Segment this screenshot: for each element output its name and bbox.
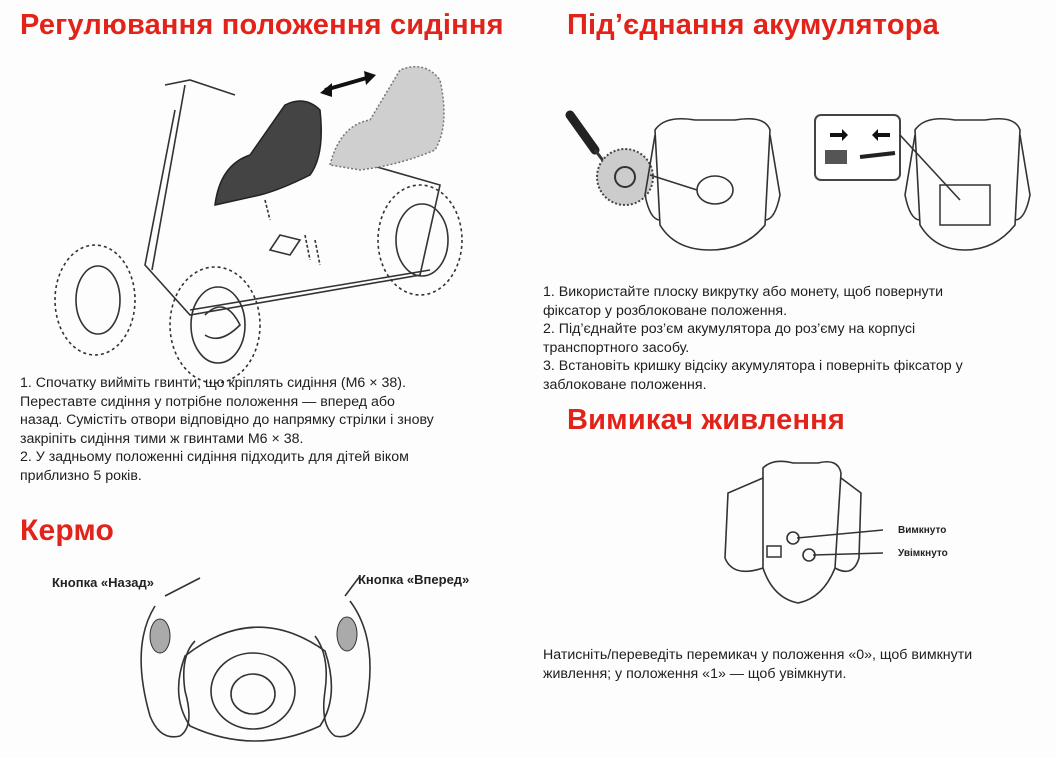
seat-line: закріпіть сидіння тими ж гвинтами M6 × 3… — [20, 430, 304, 447]
battery-line: фіксатор у розблоковане положення. — [543, 302, 788, 319]
front-right-wheel — [169, 266, 261, 384]
battery-section-title: Під’єднання акумулятора — [567, 9, 939, 41]
rear-wheel — [377, 184, 463, 296]
steering-section-title: Кермо — [20, 514, 115, 547]
seat-line: Переставте сидіння у потрібне положення … — [20, 393, 395, 410]
battery-line: 3. Встановіть кришку відсіку акумулятора… — [543, 358, 963, 375]
front-left-wheel — [54, 244, 136, 356]
seat-rear — [329, 65, 445, 171]
seat-front — [214, 100, 322, 206]
battery-connection-illustration — [565, 110, 1031, 251]
power-instructions: Натисніть/переведіть перемикач у положен… — [543, 646, 972, 683]
go-kart-seat-illustration — [54, 65, 463, 384]
battery-line: транспортного засобу. — [543, 339, 690, 356]
seat-line: 2. У задньому положенні сидіння підходит… — [20, 449, 409, 466]
battery-line: 1. Використайте плоску викрутку або моне… — [543, 284, 944, 300]
back-button-label: Кнопка «Назад» — [52, 575, 154, 590]
seat-line: приблизно 5 років. — [20, 467, 142, 484]
power-switch-illustration — [724, 460, 884, 604]
battery-line: заблоковане положення. — [543, 376, 707, 393]
power-line: Натисніть/переведіть перемикач у положен… — [543, 647, 973, 663]
power-section-title: Вимикач живлення — [567, 404, 846, 436]
seat-section-title: Регулювання положення сидіння — [20, 9, 504, 41]
battery-instructions: 1. Використайте плоску викрутку або моне… — [543, 283, 963, 395]
forward-button[interactable] — [336, 616, 358, 652]
switch-off-label: Вимкнуто — [898, 525, 947, 536]
seat-line: 1. Спочатку вийміть гвинти, що кріплять … — [20, 375, 406, 391]
seat-instructions: 1. Спочатку вийміть гвинти, що кріплять … — [20, 374, 434, 486]
back-button[interactable] — [149, 618, 171, 654]
connector-detail — [814, 114, 901, 181]
battery-lock-detail — [596, 148, 654, 206]
adjust-arrow — [324, 75, 371, 92]
seat-line: назад. Сумістіть отвори відповідно до на… — [20, 412, 434, 429]
power-line: живлення; у положення «1» — щоб увімкнут… — [543, 665, 847, 682]
forward-button-label: Кнопка «Вперед» — [358, 572, 470, 587]
switch-on-label: Увімкнуто — [898, 548, 948, 559]
battery-line: 2. Під’єднайте роз’єм акумулятора до роз… — [543, 321, 916, 338]
power-switch[interactable] — [766, 545, 782, 558]
steering-wheel-illustration — [140, 575, 371, 742]
